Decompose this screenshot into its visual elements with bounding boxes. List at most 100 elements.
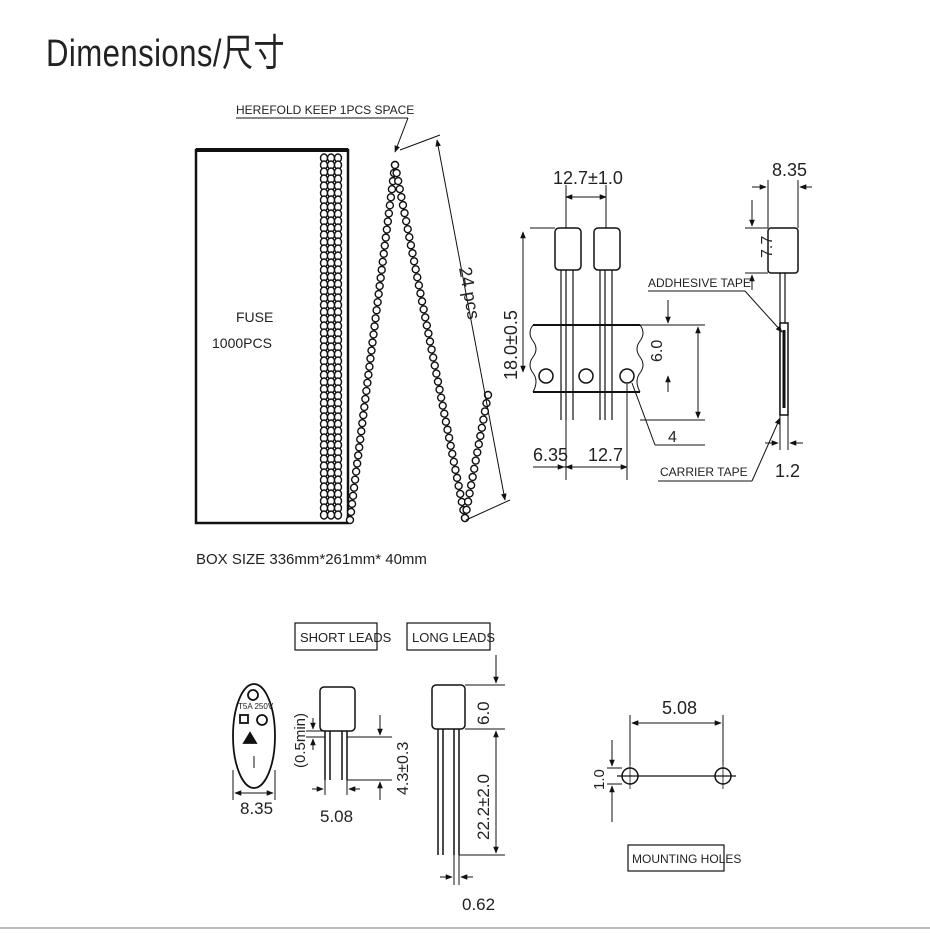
stacked-fuses	[319, 153, 343, 520]
box-label-line1: FUSE	[236, 309, 273, 325]
top-diameter-label: 8.35	[240, 799, 273, 818]
page-title: Dimensions/尺寸	[46, 33, 286, 75]
short-leads-title: SHORT LEADS	[300, 630, 392, 645]
fuse-bead	[370, 322, 379, 331]
adhesive-tape-label: ADDHESIVE TAPE	[648, 276, 751, 290]
dim-top-diameter	[232, 770, 276, 800]
fuse-bead	[421, 313, 430, 322]
fuse-bead	[401, 216, 411, 226]
fuse-bead	[441, 417, 451, 426]
fuse-bead	[345, 515, 355, 525]
fuse-bead	[409, 257, 419, 266]
fuse-bead	[414, 281, 424, 290]
fuse-bead	[359, 410, 368, 420]
dim-lead-dia	[440, 855, 473, 885]
side-view	[767, 227, 799, 416]
fuse-bead	[456, 489, 465, 499]
fuse-bead	[433, 377, 443, 386]
fuse-bead	[381, 233, 390, 242]
fuse-bead	[406, 241, 416, 250]
fuse-bead	[348, 491, 358, 500]
pitch-top-label: 12.7±1.0	[553, 168, 623, 188]
fuse-bead	[466, 481, 476, 490]
fuse-bead	[333, 510, 343, 520]
thickness-label: 1.2	[775, 461, 800, 481]
fuse-bead	[397, 192, 406, 202]
dim-standoff	[306, 718, 325, 750]
dim-side-width	[752, 180, 812, 228]
fuse-bead	[353, 451, 363, 460]
fuse-bead	[440, 409, 449, 418]
lead-spacing-label: 5.08	[320, 807, 353, 826]
fuse-bead	[373, 297, 382, 307]
fuse-bead	[367, 346, 376, 355]
fuse-bead	[424, 329, 433, 338]
fuse-bead	[392, 168, 401, 178]
fuse-bead	[349, 483, 359, 492]
long-leads-title-box	[406, 622, 491, 651]
fuse-bead	[380, 241, 389, 250]
short-lead-fuse	[319, 686, 356, 780]
fuse-bead	[460, 513, 470, 523]
fuse-bead	[417, 297, 427, 306]
fuse-top-view	[232, 683, 276, 789]
long-leads-title: LONG LEADS	[412, 630, 495, 645]
fuse-bead	[352, 459, 362, 468]
herefold-note: HEREFOLD KEEP 1PCS SPACE	[236, 103, 414, 117]
fuse-bead	[364, 370, 373, 379]
fuse-bead	[366, 354, 375, 363]
fuse-bead	[436, 393, 446, 402]
tape-width-label: 6.0	[649, 340, 666, 362]
fuse-bead	[379, 249, 388, 258]
fuse-bead	[372, 306, 381, 315]
fuse-bead	[473, 448, 482, 457]
fuse-bead	[474, 440, 483, 449]
fuse-bead	[408, 249, 417, 258]
fuse-bead	[465, 489, 474, 498]
fuse-bead	[452, 473, 462, 483]
dim-mount-hole	[607, 740, 622, 822]
box-label-line2: 1000PCS	[212, 335, 272, 351]
fuse-bead	[369, 330, 378, 339]
fuse-bead	[463, 497, 473, 506]
fuse-bead	[326, 510, 336, 520]
dim-mount-spacing	[629, 715, 724, 765]
dim-tape-width	[640, 300, 705, 421]
fuse-box	[194, 148, 350, 525]
fuse-bead	[363, 378, 372, 388]
carrier-leader	[658, 417, 781, 482]
dim-short-length	[347, 715, 392, 800]
fuse-bead	[435, 385, 444, 394]
fuse-bead	[357, 427, 366, 436]
fuse-bead	[390, 160, 400, 170]
fuse-bead	[368, 338, 377, 347]
hole-offset-label: 6.35	[533, 445, 568, 465]
dim-height	[520, 227, 555, 373]
fuse-bead	[378, 257, 387, 267]
fuse-bead	[384, 209, 394, 218]
fuse-bead	[449, 457, 459, 467]
fuse-bead	[403, 224, 412, 234]
standoff-label: (0.5min)	[292, 713, 309, 768]
fuse-bead	[351, 467, 361, 476]
mounting-title: MOUNTING HOLES	[632, 852, 741, 866]
fuse-bead	[385, 201, 395, 210]
fuse-bead	[395, 184, 404, 194]
herefold-leader	[236, 117, 409, 153]
hole-dia-label: 4	[668, 429, 677, 446]
side-height-label: 7.7	[759, 236, 776, 258]
fuse-bead	[413, 273, 422, 282]
fuse-bead	[376, 273, 385, 283]
fuse-bead	[470, 464, 479, 473]
fuse-bead	[444, 433, 454, 442]
fuse-bead	[398, 200, 408, 210]
side-width-label: 8.35	[772, 160, 807, 180]
fuse-bead	[371, 314, 380, 323]
fuse-bead	[360, 402, 369, 412]
short-leads-title-box	[294, 622, 378, 651]
adhesive-leader	[648, 290, 783, 333]
short-length-label: 4.3±0.3	[395, 742, 412, 795]
mounting-holes	[617, 763, 736, 789]
fuse-bead	[347, 499, 357, 509]
